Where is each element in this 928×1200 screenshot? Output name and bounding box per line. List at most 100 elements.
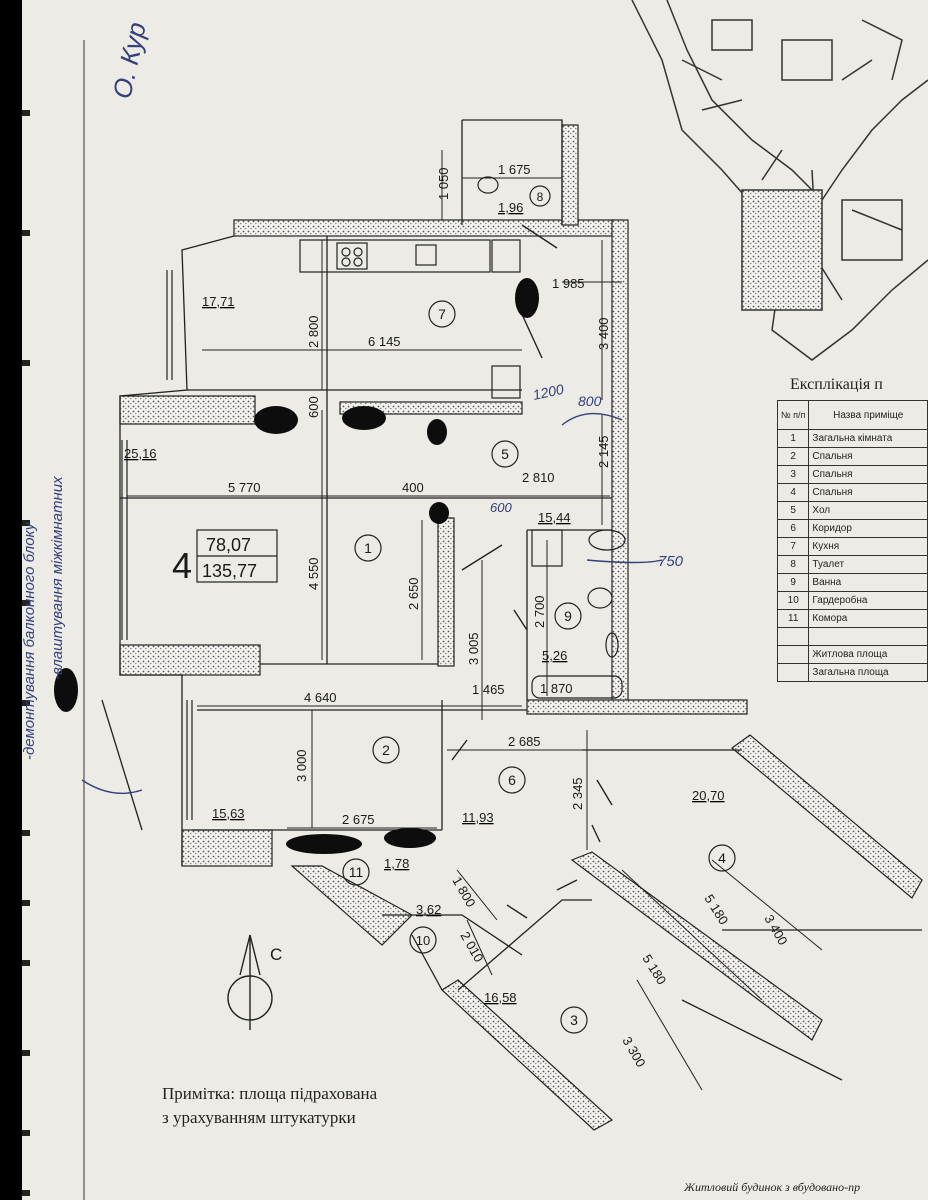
explication-cell-no: 9 xyxy=(776,573,810,592)
dim-2650: 2 650 xyxy=(406,577,421,610)
area-room-3: 16,58 xyxy=(484,990,517,1005)
explication-cell-name: Коридор xyxy=(808,519,928,538)
walls xyxy=(119,124,923,1131)
plan-sheet: 1 050 1 675 1 985 2 800 6 145 3 400 600 … xyxy=(22,0,928,1200)
dim-600: 600 xyxy=(306,396,321,418)
dim-1465: 1 465 xyxy=(472,682,505,697)
explication-cell-no: 2 xyxy=(776,447,810,466)
explication-cell-name: Ванна xyxy=(808,573,928,592)
footer-caption: Житловий будинок з вбудовано-пр xyxy=(684,1180,861,1194)
explication-cell-no xyxy=(776,663,810,682)
area-room-8: 1,96 xyxy=(498,200,523,215)
explication-cell-no xyxy=(776,627,810,646)
explication-cell-no: 8 xyxy=(776,555,810,574)
dim-1870: 1 870 xyxy=(540,681,573,696)
dim-2700: 2 700 xyxy=(532,595,547,628)
table-row xyxy=(776,627,928,646)
room-number-4: 4 xyxy=(718,850,726,866)
dim-1050: 1 050 xyxy=(436,167,451,200)
room-areas: 17,71 1,96 25,16 15,44 5,26 20,70 15,63 … xyxy=(124,200,725,1005)
explication-cell-name: Комора xyxy=(808,609,928,628)
room-number-11: 11 xyxy=(349,864,364,880)
room-outlines xyxy=(101,119,922,1081)
explication-cell-name: Туалет xyxy=(808,555,928,574)
room-number-9: 9 xyxy=(564,608,572,624)
dim-2345: 2 345 xyxy=(570,777,585,810)
explication-cell-no: 6 xyxy=(776,519,810,538)
apartment-rooms-count: 4 xyxy=(172,545,192,586)
dim-3300: 3 300 xyxy=(619,1034,648,1070)
area-room-9: 5,26 xyxy=(542,648,567,663)
handwritten-600: 600 xyxy=(490,500,512,515)
explication-cell-name: Спальня xyxy=(808,483,928,502)
explication-title: Експлікація п xyxy=(790,376,883,393)
area-room-5: 15,44 xyxy=(538,510,571,525)
room-number-circles xyxy=(342,185,736,1034)
dim-2685: 2 685 xyxy=(508,734,541,749)
dim-2810: 2 810 xyxy=(522,470,555,485)
explication-cell-no xyxy=(776,645,810,664)
room-number-3: 3 xyxy=(570,1012,578,1028)
dim-2800: 2 800 xyxy=(306,315,321,348)
dim-5180-b: 5 180 xyxy=(639,952,669,988)
explication-cell-name: Загальна кімната xyxy=(808,429,928,448)
room-numbers: 7 8 5 1 9 2 6 4 11 10 3 xyxy=(349,190,726,1028)
explication-cell-no: 4 xyxy=(776,483,810,502)
handwritten-corner-signature: О. Кур xyxy=(107,20,152,102)
explication-cell-no: 7 xyxy=(776,537,810,556)
plan-note-line-1: Примітка: площа підрахована xyxy=(162,1084,378,1103)
explication-living-area-label: Житлова площа xyxy=(808,645,928,664)
dim-3005: 3 005 xyxy=(466,632,481,665)
dimension-texts: 1 050 1 675 1 985 2 800 6 145 3 400 600 … xyxy=(228,162,791,1070)
apartment-living-area: 78,07 xyxy=(206,535,251,555)
table-row: Житлова площа xyxy=(776,645,928,664)
dim-400: 400 xyxy=(402,480,424,495)
handwritten-750: 750 xyxy=(658,553,684,570)
explication-cell-name: Гардеробна xyxy=(808,591,928,610)
room-number-2: 2 xyxy=(382,742,390,758)
table-row: Загальна площа xyxy=(776,663,928,682)
dimension-lines xyxy=(127,150,823,1091)
dim-4640: 4 640 xyxy=(304,690,337,705)
explication-cell-no: 1 xyxy=(776,429,810,448)
handwritten-numbers: 1200 800 600 750 xyxy=(490,381,684,570)
dim-2675: 2 675 xyxy=(342,812,375,827)
plan-note: Примітка: площа підрахована з урахування… xyxy=(162,1082,377,1130)
plan-note-line-2: з урахуванням штукатурки xyxy=(162,1108,356,1127)
room-number-10: 10 xyxy=(416,933,430,948)
room-number-6: 6 xyxy=(508,772,516,788)
dim-1675: 1 675 xyxy=(498,162,531,177)
area-room-1: 25,16 xyxy=(124,446,157,461)
dim-2145: 2 145 xyxy=(596,435,611,468)
apartment-total-area: 135,77 xyxy=(202,561,257,581)
compass xyxy=(227,934,273,1030)
fixtures xyxy=(121,176,626,820)
dim-3400-a: 3 400 xyxy=(596,317,611,350)
room-number-1: 1 xyxy=(364,540,372,556)
explication-cell-no: 11 xyxy=(776,609,810,628)
handwritten-marks xyxy=(81,412,663,795)
area-room-4: 20,70 xyxy=(692,788,725,803)
explication-cell-name: Хол xyxy=(808,501,928,520)
dim-6145: 6 145 xyxy=(368,334,401,349)
room-number-7: 7 xyxy=(438,306,446,322)
explication-total-area-label: Загальна площа xyxy=(808,663,928,682)
dim-1985: 1 985 xyxy=(552,276,585,291)
explication-cell-name xyxy=(808,627,928,646)
dim-5770: 5 770 xyxy=(228,480,261,495)
marker-blobs xyxy=(54,278,539,854)
area-room-6: 11,93 xyxy=(462,810,494,825)
handwritten-800: 800 xyxy=(578,393,602,409)
compass-north-label: С xyxy=(270,945,282,964)
dim-4550: 4 550 xyxy=(306,557,321,590)
dim-5180-a: 5 180 xyxy=(701,892,731,928)
explication-cell-name: Кухня xyxy=(808,537,928,556)
